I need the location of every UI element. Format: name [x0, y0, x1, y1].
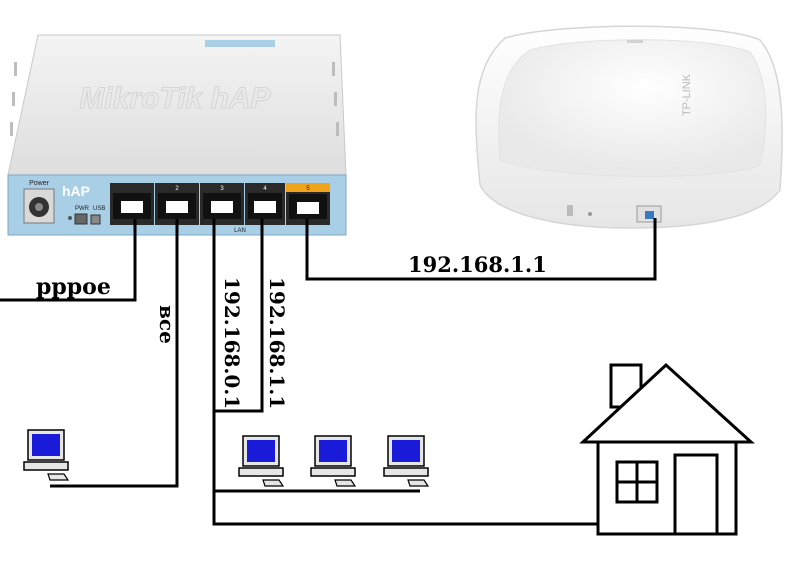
usb-port — [74, 213, 88, 225]
pppoe-label: pppoe — [36, 274, 111, 300]
house-icon — [579, 362, 755, 536]
wan-cable — [0, 219, 137, 302]
house-door — [673, 453, 719, 536]
lan-house-cable — [212, 219, 598, 526]
lan-ip-label: 192.168.0.1 — [220, 277, 244, 409]
access-point-top-led — [627, 40, 643, 43]
port-number: 2 — [175, 186, 179, 192]
access-point-dome — [498, 39, 767, 177]
computer-icon — [383, 435, 430, 487]
port-number: 4 — [263, 186, 267, 192]
ap-uplink-cable — [305, 218, 657, 281]
power-jack: Power — [23, 180, 55, 224]
house-roof — [579, 362, 755, 444]
all-traffic-label: все — [155, 305, 179, 344]
ap-ip-horizontal-label: 192.168.1.1 — [408, 252, 547, 277]
ap-lan-cable — [214, 219, 264, 413]
ethernet-port-2: 2 — [155, 183, 199, 225]
mode-button — [90, 214, 101, 225]
connection-lines — [0, 218, 657, 526]
computer-icon — [310, 435, 357, 487]
lan-label: LAN — [234, 228, 246, 234]
access-point: TP-LINK — [475, 25, 783, 229]
router-vents — [10, 62, 339, 136]
computer-icon — [238, 435, 285, 487]
access-point-brand: TP-LINK — [681, 73, 693, 116]
usb-label: USB — [93, 206, 105, 212]
router-accent-stripe — [205, 40, 275, 47]
router-brand-emboss: MikroTik hAP — [79, 82, 271, 115]
ethernet-port-4: 4 — [245, 183, 285, 225]
router: MikroTik hAP Power hAP PWR USB 2 — [7, 34, 347, 236]
house-window — [615, 460, 659, 504]
port-number: 5 — [306, 186, 310, 192]
ethernet-port-1 — [110, 183, 154, 225]
ap-ip-vertical-label: 192.168.1.1 — [265, 277, 289, 409]
port-number: 3 — [220, 186, 224, 192]
ethernet-port-3: 3 — [200, 183, 244, 225]
ethernet-port-5: 5 — [286, 183, 330, 225]
access-point-button — [567, 205, 573, 216]
access-point-reset — [588, 212, 592, 216]
access-point-port-led — [645, 211, 654, 219]
all-pc-cable — [50, 219, 179, 488]
power-label: Power — [29, 180, 50, 187]
pwr-led — [68, 216, 72, 220]
computer-icon — [23, 429, 70, 481]
model-label: hAP — [62, 183, 90, 199]
pwr-label: PWR — [75, 206, 90, 212]
